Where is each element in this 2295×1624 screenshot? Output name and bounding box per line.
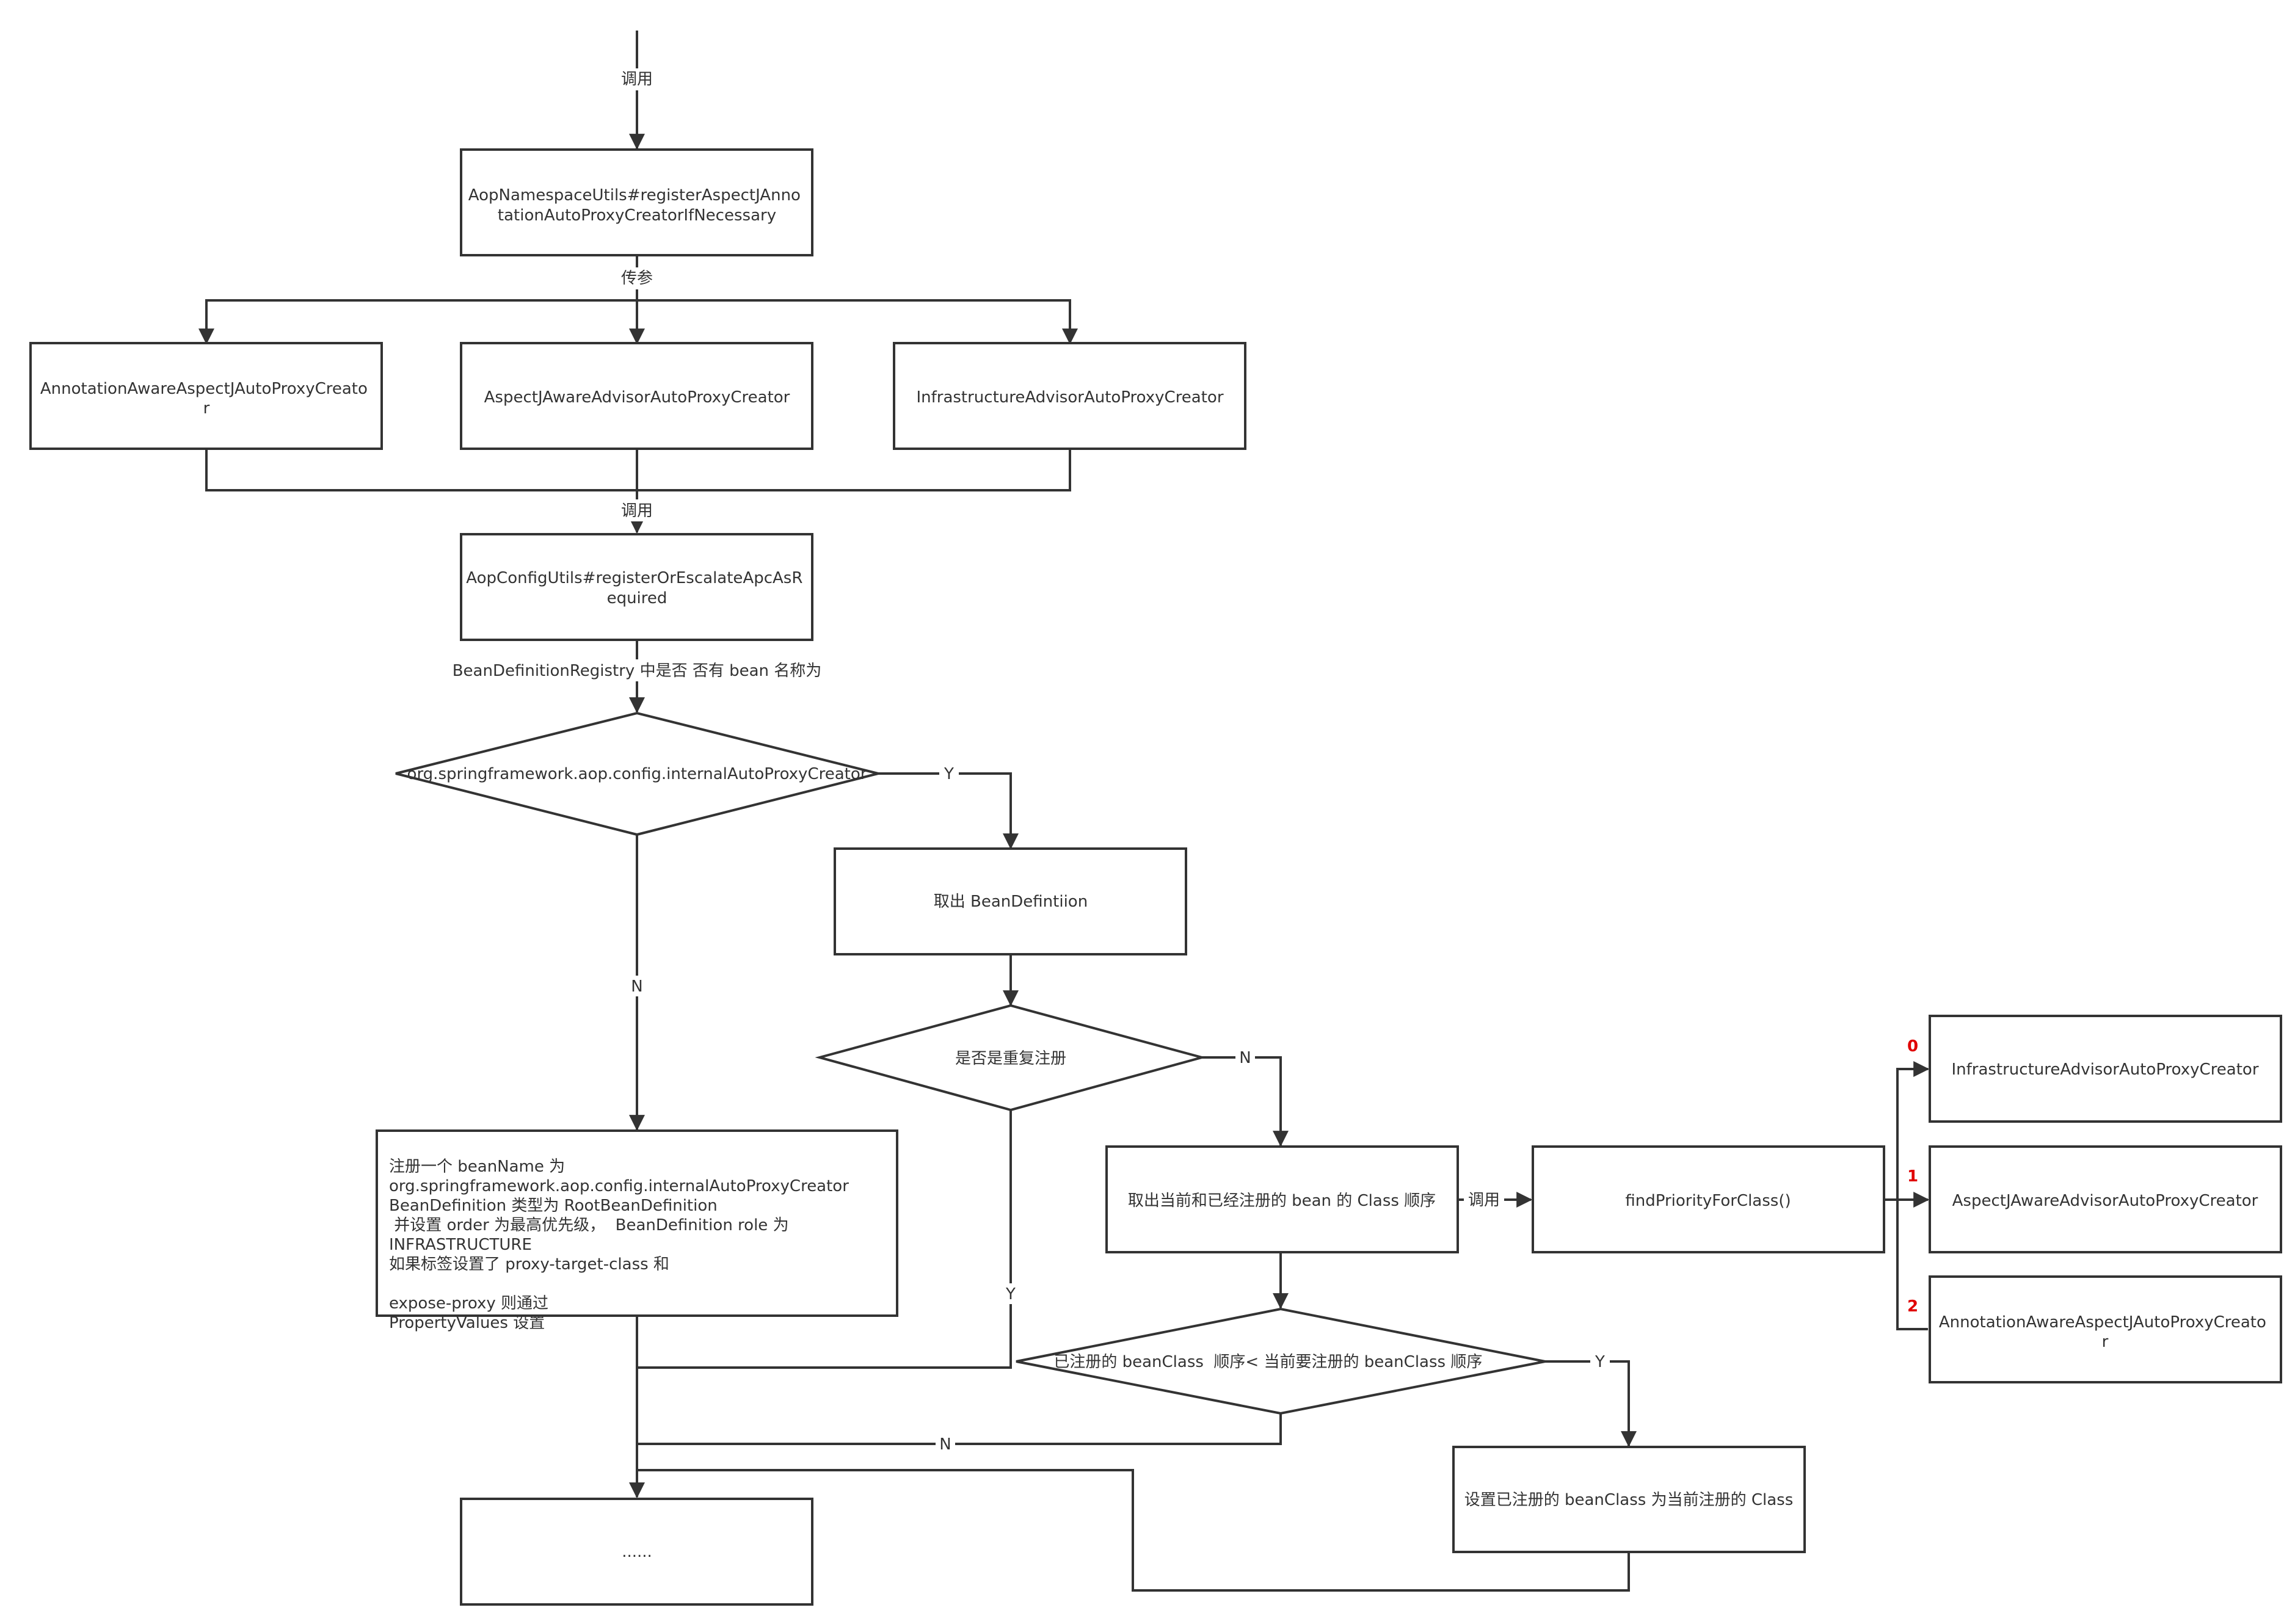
node-decision-order: [1016, 1307, 1546, 1415]
text-ellipsis: ......: [622, 1543, 652, 1561]
node-aop-namespace: [460, 148, 813, 256]
node-ellipsis: [460, 1498, 813, 1606]
nodes: [29, 148, 2282, 1606]
node-infrastructure-left: [893, 342, 1246, 450]
priority-number-1: 1: [1907, 1167, 1918, 1186]
priority-number-2: 2: [1907, 1297, 1918, 1316]
connectors: [198, 31, 1930, 1592]
text-set-class: 设置已注册的 beanClass 为当前注册的 Class: [1464, 1491, 1794, 1509]
label-pass-param: 传参: [621, 269, 653, 288]
text-find-priority: findPriorityForClass(): [1625, 1192, 1791, 1210]
node-decision-internal: [395, 711, 879, 836]
label-no-1: N: [631, 977, 642, 996]
edge-set-back: [637, 1469, 1630, 1592]
node-aop-config: [460, 533, 813, 641]
node-aspectj-aware-left: [460, 342, 813, 450]
label-call-top: 调用: [621, 70, 653, 89]
node-aspectj-aware-right: [1929, 1145, 2282, 1253]
node-annotation-aware-right: [1929, 1275, 2282, 1383]
text-aspectj-aware-left: AspectJAwareAdvisorAutoProxyCreator: [484, 388, 790, 407]
text-aop-config: AopConfigUtils#registerOrEscalateApcAsR …: [466, 569, 807, 607]
node-texts: AopNamespaceUtils#registerAspectJAnno ta…: [40, 186, 2271, 1561]
text-decision-order: 已注册的 beanClass 顺序< 当前要注册的 beanClass 顺序: [1053, 1353, 1482, 1371]
edge-priority-0: [1884, 1061, 1930, 1201]
node-decision-duplicate: [815, 1004, 1207, 1112]
node-register-bean: [376, 1129, 898, 1317]
text-infrastructure-left: InfrastructureAdvisorAutoProxyCreator: [916, 388, 1223, 407]
edge-merge-left: [205, 449, 637, 491]
node-annotation-aware-left: [29, 342, 383, 450]
text-take-order: 取出当前和已经注册的 bean 的 Class 顺序: [1128, 1192, 1436, 1210]
label-call-right: 调用: [1468, 1191, 1500, 1209]
node-take-order: [1105, 1145, 1459, 1253]
node-infrastructure-right: [1929, 1015, 2282, 1123]
node-take-bean-def: [834, 847, 1187, 955]
label-call-mid: 调用: [621, 502, 653, 520]
text-aspectj-aware-right: AspectJAwareAdvisorAutoProxyCreator: [1952, 1192, 2258, 1210]
edge-split-right: [637, 299, 1078, 345]
text-aop-namespace: AopNamespaceUtils#registerAspectJAnno ta…: [468, 186, 806, 225]
label-yes-1: Y: [944, 765, 954, 783]
text-annotation-aware-right: AnnotationAwareAspectJAutoProxyCreato r: [1939, 1313, 2271, 1351]
edge-order-no: [637, 1413, 1282, 1445]
edge-duplicate-no: [1202, 1056, 1289, 1147]
text-infrastructure-right: InfrastructureAdvisorAutoProxyCreator: [1951, 1060, 2258, 1079]
edge-priority-2: [1896, 1200, 1928, 1330]
text-decision-internal: org.springframework.aop.config.internalA…: [407, 765, 867, 783]
node-set-class: [1452, 1446, 1806, 1553]
text-decision-duplicate: 是否是重复注册: [955, 1049, 1066, 1068]
text-take-bean-def: 取出 BeanDefintiion: [934, 893, 1088, 911]
edge-decision-yes: [878, 772, 1019, 850]
priority-number-0: 0: [1907, 1037, 1918, 1056]
label-no-3: N: [939, 1435, 951, 1454]
edge-merge-right: [637, 449, 1071, 491]
edge-duplicate-yes: [637, 1110, 1012, 1369]
label-registry-check: BeanDefinitionRegistry 中是否 否有 bean 名称为: [453, 662, 822, 680]
label-yes-3: Y: [1595, 1353, 1605, 1371]
edge-labels: 调用 传参 调用 BeanDefinitionRegistry 中是否 否有 b…: [452, 68, 1918, 1454]
edge-split-left: [198, 299, 637, 345]
label-no-2: N: [1239, 1049, 1251, 1067]
text-register-bean: 注册一个 beanName 为 org.springframework.aop.…: [389, 1158, 854, 1332]
text-annotation-aware-left: AnnotationAwareAspectJAutoProxyCreato r: [40, 380, 373, 418]
edge-order-yes: [1545, 1360, 1637, 1448]
node-find-priority: [1532, 1145, 1885, 1253]
label-yes-2: Y: [1005, 1285, 1016, 1303]
